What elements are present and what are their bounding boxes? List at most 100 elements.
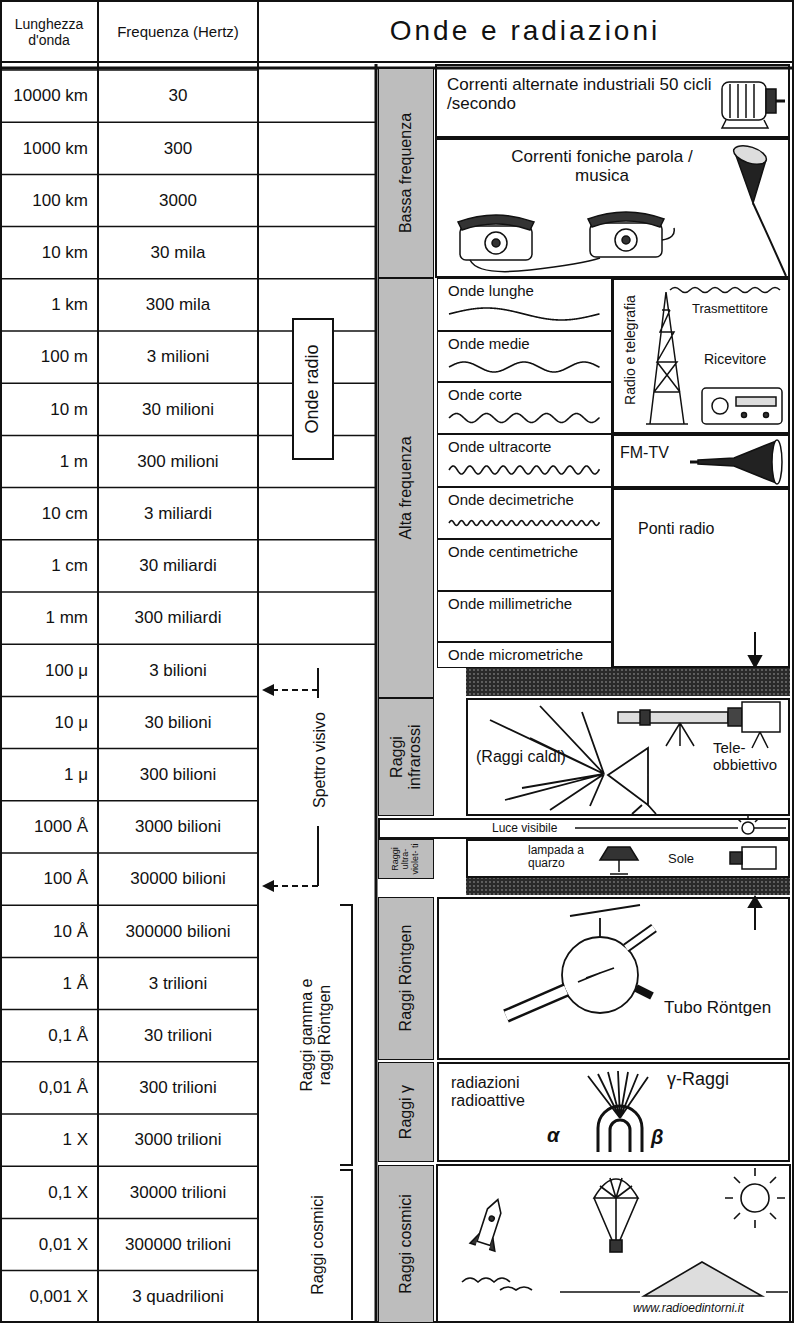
lamp-icon (742, 822, 754, 834)
frequency-cell: 3 milioni (100, 331, 256, 383)
box-label: Raggi Röntgen (397, 902, 415, 1054)
box-label: Luce visibile (492, 822, 557, 835)
application-box: Ponti radio (612, 488, 790, 668)
cosmic-scene (594, 1179, 638, 1198)
box-label: Raggi cosmici (397, 1170, 415, 1317)
application-box: (Raggi caldi)Tele- obbiettivo (466, 698, 790, 816)
radio-receiver (702, 388, 782, 424)
box-label: Tubo Röntgen (664, 999, 771, 1018)
row-line (0, 800, 258, 802)
wave-symbol (449, 521, 600, 526)
row-line (0, 69, 258, 71)
xray-tube (506, 990, 566, 1016)
xray-tube (570, 905, 640, 982)
frequency-cell: 300 trilioni (100, 1062, 256, 1114)
arrow-head (262, 880, 274, 892)
xray-tube (636, 988, 652, 996)
frequency-cell: 30 bilioni (100, 696, 256, 748)
telescope-icon (618, 712, 728, 723)
box-label: Ponti radio (638, 520, 715, 538)
wavelength-cell: 0,1 X (2, 1166, 96, 1218)
frequency-cell: 300 bilioni (100, 749, 256, 801)
wavelength-cell: 1 Å (2, 957, 96, 1009)
telephone-icon (492, 239, 500, 247)
wavelength-cell: 100 km (2, 174, 96, 226)
tv-tube (690, 461, 698, 464)
box-label: Onde ultracorte (448, 439, 551, 456)
telescope-icon (618, 702, 780, 748)
antenna-tower (646, 288, 780, 425)
box-label: Radio e telegrafia (623, 290, 638, 410)
box-label: Correnti foniche parola / musica (507, 148, 697, 185)
bracket (340, 1170, 352, 1320)
wavelength-cell: 100 μ (2, 644, 96, 696)
row-line (0, 278, 376, 280)
wavelength-cell: 0,01 X (2, 1218, 96, 1270)
microphone-icon (753, 203, 786, 276)
row-line (0, 226, 376, 228)
wave-symbol (449, 414, 600, 423)
row-line (0, 748, 258, 750)
frequency-cell: 30000 bilioni (100, 853, 256, 905)
wave-symbol (449, 308, 600, 320)
frequency-cell: 300 milioni (100, 435, 256, 487)
column-header: Frequenza (Hertz) (98, 2, 258, 62)
box-label: lampada a quarzo (528, 844, 600, 870)
row-line (0, 591, 376, 593)
frequency-cell: 3 miliardi (100, 488, 256, 540)
frequency-band: Raggi ultra- violet- ti (378, 839, 434, 879)
wavelength-cell: 1 km (2, 279, 96, 331)
wave-band-box: Onde medie (437, 331, 612, 382)
frequency-band: Raggi Röntgen (378, 897, 434, 1060)
table-frame (0, 61, 794, 63)
category-box: Onde radio (292, 318, 334, 460)
box-label: Onde medie (448, 336, 530, 353)
row-line (0, 1165, 258, 1167)
wavelength-cell: 1 X (2, 1114, 96, 1166)
telephone-icon (470, 228, 674, 272)
box-label: Alta frequenza (397, 283, 415, 692)
box-label: Onde micrometriche (448, 647, 583, 664)
wave-band-box: Onde decimetriche (437, 487, 612, 539)
box-note: Ricevitore (704, 352, 766, 367)
telephone-icon (458, 215, 534, 230)
frequency-cell: 3000 trilioni (100, 1114, 256, 1166)
watermark: www.radioedintorni.it (630, 1302, 747, 1316)
motor-icon (722, 120, 768, 128)
box-label: Onde centimetriche (448, 544, 578, 561)
motor-icon (730, 84, 754, 118)
table-frame (97, 0, 99, 1323)
range-label: Spettro visivo (311, 700, 329, 820)
radio-receiver (712, 398, 728, 414)
wave-band-box: Onde corte (437, 382, 612, 434)
box-note: Tele- obbiettivo (713, 740, 789, 773)
row-line (0, 852, 258, 854)
radio-receiver (764, 413, 769, 418)
range-label: Raggi gamma e raggi Röntgen (298, 960, 335, 1110)
wavelength-cell: 1 m (2, 435, 96, 487)
range-label: Raggi cosmici (309, 1175, 327, 1315)
frequency-cell: 300 (100, 122, 256, 174)
frequency-band: Alta frequenza (378, 278, 434, 698)
frequency-cell: 30 (100, 70, 256, 122)
frequency-band: Bassa frequenza (378, 68, 434, 278)
heat-rays (608, 748, 648, 805)
row-line (0, 1009, 258, 1011)
radioactive-source (588, 1071, 648, 1152)
telephone-icon (588, 212, 664, 227)
telescope-icon (728, 708, 742, 726)
wave-band-box: Onde centimetriche (437, 539, 612, 591)
wave-symbol (449, 308, 600, 526)
telescope-icon (752, 732, 768, 748)
stippled-bar (466, 668, 790, 895)
telescope-icon (666, 723, 694, 746)
box-label: Onde millimetriche (448, 596, 572, 613)
row-line (0, 487, 376, 489)
cosmic-scene (610, 1240, 622, 1252)
cosmic-scene (437, 1165, 790, 1323)
frequency-cell: 300000 bilioni (100, 905, 256, 957)
frequency-cell: 300 mila (100, 279, 256, 331)
cosmic-scene (437, 1165, 790, 1323)
table-frame (257, 0, 259, 1323)
